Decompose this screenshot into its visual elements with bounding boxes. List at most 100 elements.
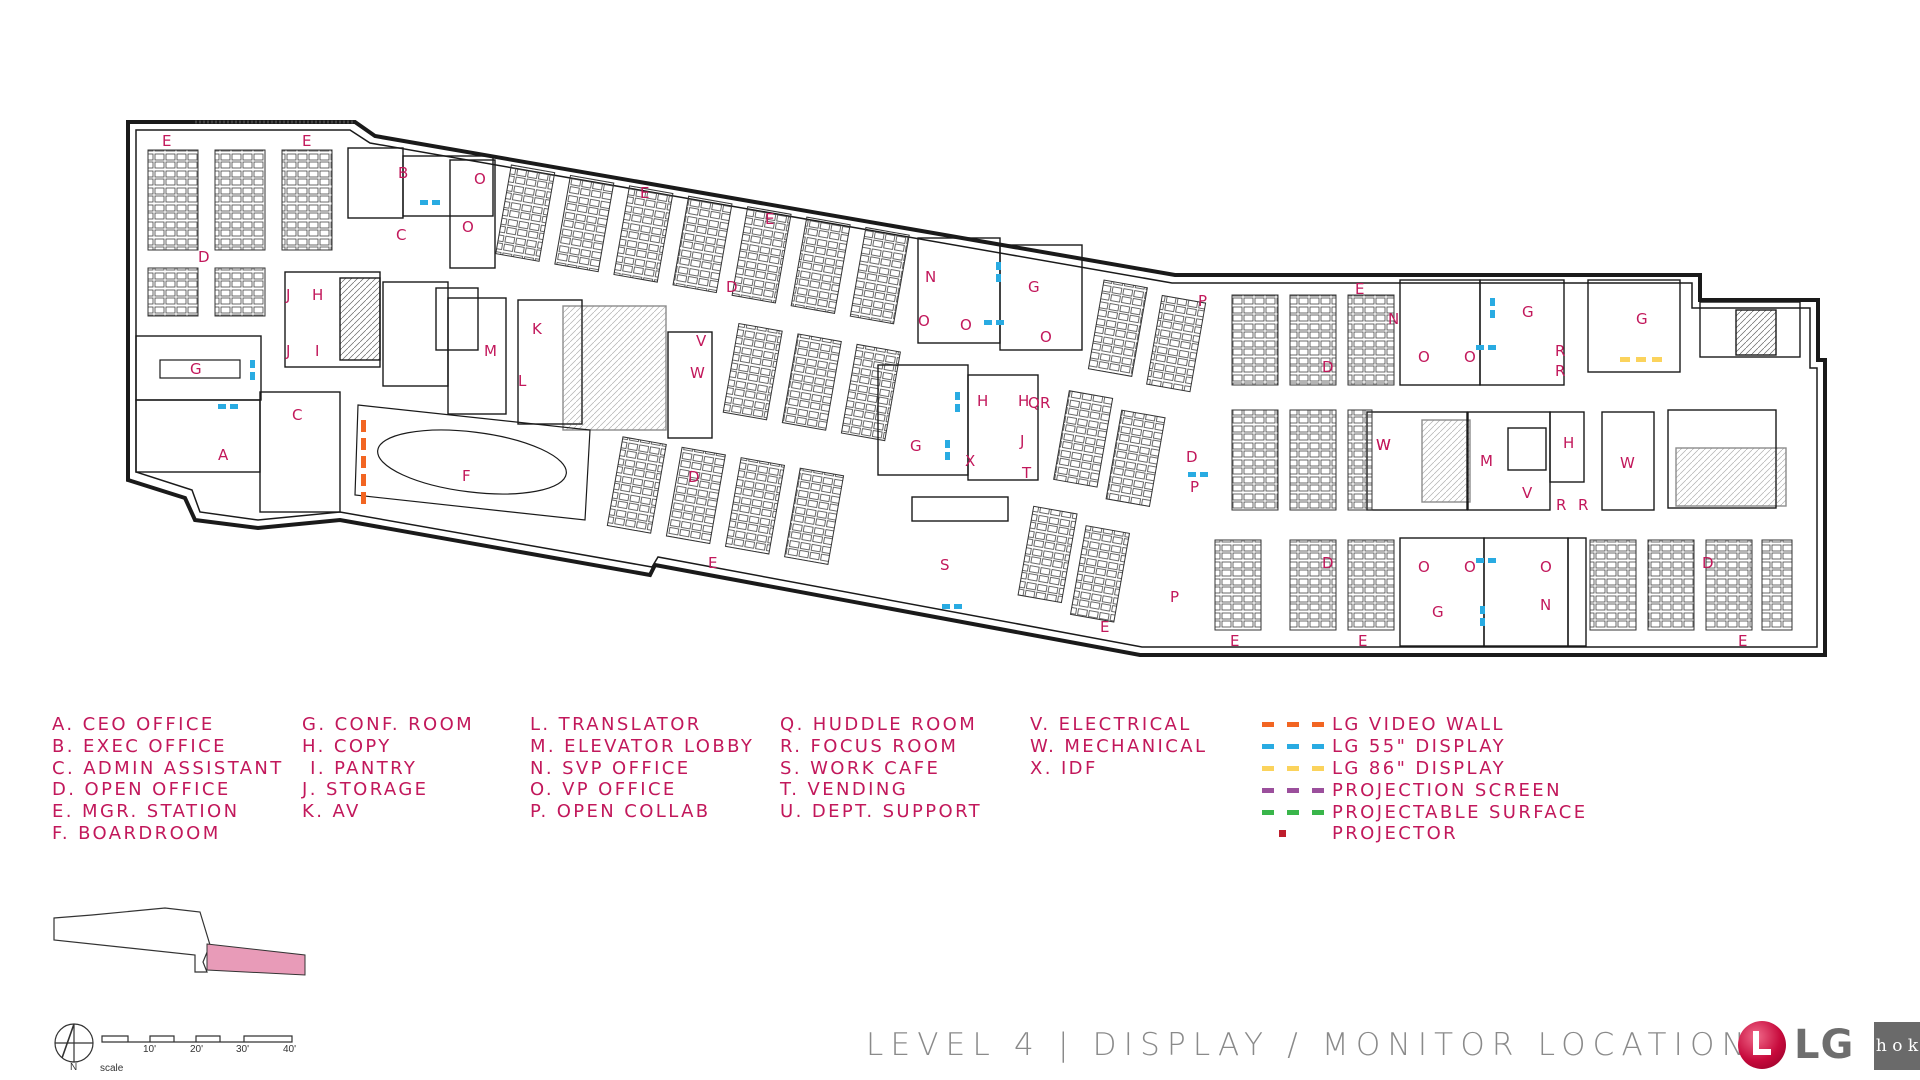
plan-label: V [1522,484,1533,502]
enclosed-rooms [877,237,1681,647]
plan-label: J [285,342,290,360]
plan-label: O [1040,328,1052,346]
display-86-swatch-icon [1262,765,1324,771]
plan-label: P [1198,292,1207,310]
display-key-item: LG 55" DISPLAY [1262,736,1588,758]
room-key-item: X. IDF [1030,757,1098,779]
room-key-column-4: Q. HUDDLE ROOM R. FOCUS ROOM S. WORK CAF… [780,714,982,823]
plan-label: R [1578,496,1588,514]
room-key-item: R. FOCUS ROOM [780,735,959,757]
display-key-label: PROJECTOR [1332,823,1459,845]
plan-label: R [1555,362,1565,380]
display-key: LG VIDEO WALL LG 55" DISPLAY LG 86" DISP… [1262,714,1588,845]
plan-label: P [1190,478,1199,496]
plan-label: G [910,437,922,455]
room-key-item: G. CONF. ROOM [302,714,475,735]
room-key-item: H. COPY [302,735,392,757]
plan-label: G [1432,603,1444,621]
plan-label: M [1480,452,1493,470]
room-key-item: L. TRANSLATOR [530,714,702,735]
lg-logo-icon [1738,1021,1786,1069]
hok-logo: h o k [1874,1022,1920,1070]
plan-labels: A B C C D D D D D D D E E E E E E E E E … [162,132,1747,650]
scale-bar [101,1035,293,1043]
plan-label: R [1556,496,1566,514]
plan-label: I [315,342,319,360]
plan-label: E [1230,632,1239,650]
plan-label: P [1170,588,1179,606]
plan-label: C [292,406,302,424]
room-key-item: W. MECHANICAL [1030,735,1208,757]
scale-label: scale [100,1063,124,1074]
plan-label: N [1540,596,1551,614]
plan-label: O [1464,348,1476,366]
projection-screen-swatch-icon [1262,787,1324,793]
plan-label: D [198,248,210,266]
room-key-item: I. PANTRY [302,757,418,779]
room-key-item: D. OPEN OFFICE [52,779,231,801]
scale-tick: 40' [283,1044,297,1055]
plan-label: O [960,316,972,334]
plan-label: C [396,226,406,244]
building-core [284,271,1801,511]
plan-label: L [518,372,527,390]
room-key-item: C. ADMIN ASSISTANT [52,757,284,779]
plan-label: O [474,170,486,188]
room-key-item: O. VP OFFICE [530,779,677,801]
video-wall-swatch-icon [1262,722,1324,728]
room-key-item: K. AV [302,801,361,823]
plan-label: Q [1028,394,1040,412]
display-key-label: PROJECTION SCREEN [1332,779,1562,801]
plan-label: D [726,278,738,296]
plan-label: T [1021,464,1032,482]
plan-label: E [640,184,649,202]
display-55-swatch-icon [1262,744,1324,750]
plan-label: E [765,210,774,228]
room-key-item: N. SVP OFFICE [530,757,691,779]
plan-label: E [302,132,311,150]
room-key-item: M. ELEVATOR LOBBY [530,735,755,757]
room-key-item: P. OPEN COLLAB [530,801,711,823]
display-key-item: PROJECTOR [1262,823,1588,845]
plan-label: O [1418,348,1430,366]
plan-label: W [1620,454,1635,472]
plan-label: W [1376,436,1391,454]
scale-tick: 20' [190,1044,204,1055]
room-key-item: Q. HUDDLE ROOM [780,714,978,735]
room-key-column-3: L. TRANSLATOR M. ELEVATOR LOBBY N. SVP O… [530,714,754,823]
plan-label: F [462,467,471,485]
room-key-column-5: V. ELECTRICAL W. MECHANICAL X. IDF [1030,714,1207,779]
plan-label: O [1418,558,1430,576]
plan-label: R [1555,342,1565,360]
display-key-label: PROJECTABLE SURFACE [1332,801,1588,823]
plan-label: J [285,286,290,304]
display-key-item: LG VIDEO WALL [1262,714,1588,736]
key-plan [53,907,306,976]
plan-label: E [708,554,717,572]
plan-label: G [1522,303,1534,321]
plan-label: S [940,556,950,574]
display-key-item: LG 86" DISPLAY [1262,758,1588,780]
display-key-item: PROJECTION SCREEN [1262,779,1588,801]
scale-tick: 10' [143,1044,157,1055]
room-key-item: F. BOARDROOM [52,822,221,844]
north-arrow-icon [54,1023,94,1063]
plan-label: O [1540,558,1552,576]
display-markers [218,200,1662,626]
plan-label: X [965,452,975,470]
perimeter-offices-left [135,147,496,513]
projectable-surface-swatch-icon [1262,809,1324,815]
room-key-item: J. STORAGE [302,779,429,801]
plan-label: E [162,132,171,150]
room-key-column-2: G. CONF. ROOM H. COPY I. PANTRY J. STORA… [302,714,474,823]
plan-label: O [462,218,474,236]
plan-label: G [190,360,202,378]
plan-label: H [312,286,323,304]
plan-label: D [688,468,700,486]
room-key-item: A. CEO OFFICE [52,714,215,735]
plan-label: H [977,392,988,410]
plan-label: O [918,312,930,330]
workstation-clusters [147,149,1793,631]
plan-label: D [1702,554,1714,572]
